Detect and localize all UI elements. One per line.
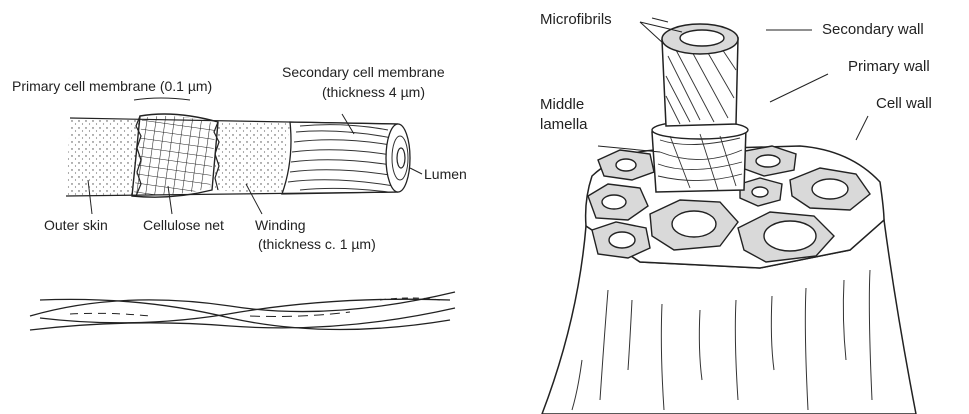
- label-lumen: Lumen: [424, 166, 467, 183]
- label-winding: Winding: [255, 217, 306, 234]
- fiber-cylinder: [66, 98, 410, 197]
- label-secondary-wall: Secondary wall: [822, 21, 924, 38]
- label-cellulose-net: Cellulose net: [143, 217, 224, 234]
- winding-section: [212, 122, 290, 194]
- lumen-hole: [397, 148, 405, 168]
- label-middle-lamella-line1: Middle: [540, 96, 584, 113]
- label-secondary-cell-membrane: Secondary cell membrane: [282, 64, 445, 81]
- twisted-fiber: [30, 292, 455, 330]
- label-cell-wall: Cell wall: [876, 95, 932, 112]
- label-middle-lamella-line2: lamella: [540, 116, 588, 133]
- label-microfibrils: Microfibrils: [540, 11, 612, 28]
- label-secondary-thickness: (thickness 4 µm): [322, 84, 425, 101]
- label-winding-thickness: (thickness c. 1 µm): [258, 236, 376, 253]
- label-outer-skin: Outer skin: [44, 217, 108, 234]
- fiber-bundle: [542, 24, 916, 414]
- label-primary-cell-membrane: Primary cell membrane (0.1 µm): [12, 78, 212, 95]
- fiber-top-lumen: [680, 30, 724, 46]
- label-primary-wall: Primary wall: [848, 58, 930, 75]
- outer-skin-section: [66, 118, 140, 196]
